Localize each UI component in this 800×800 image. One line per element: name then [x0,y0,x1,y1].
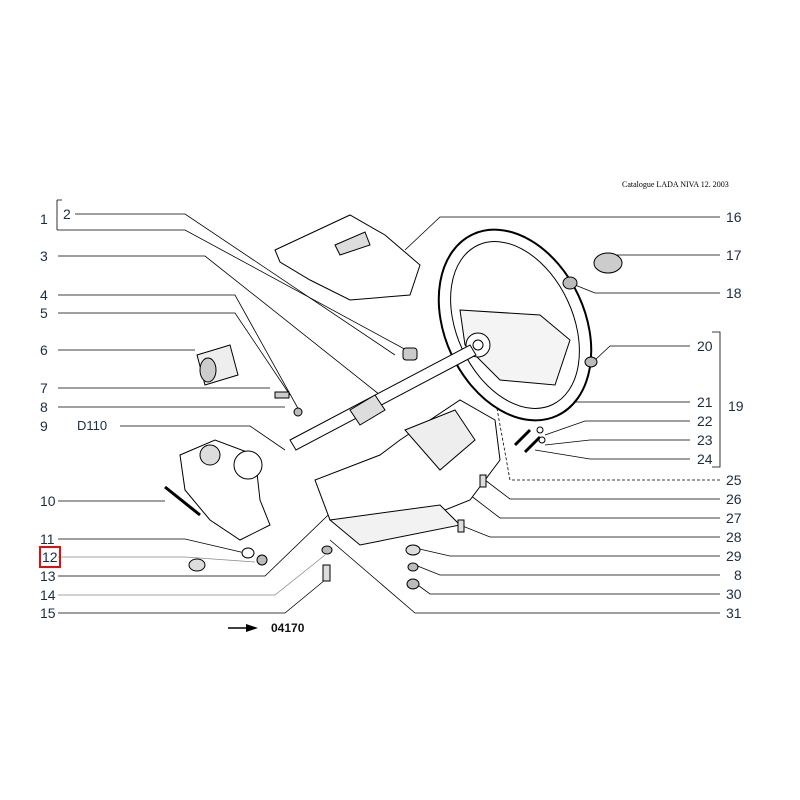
part-label-31[interactable]: 31 [726,605,742,621]
part-label-7[interactable]: 7 [40,380,48,396]
part-label-11[interactable]: 11 [40,531,55,547]
part-12-nut [256,554,268,566]
part-11-washer [241,547,255,559]
part-label-3[interactable]: 3 [40,248,48,264]
part-3-shaft [289,344,477,451]
part-label-4[interactable]: 4 [40,287,48,303]
part-label-6[interactable]: 6 [40,342,48,358]
part-label-12-selected[interactable]: 12 [39,546,61,568]
part-label-1[interactable]: 1 [40,211,48,227]
leader-lines [56,199,721,614]
part-label-21[interactable]: 21 [697,394,713,410]
part-label-24[interactable]: 24 [697,451,713,467]
part-label-8-right[interactable]: 8 [734,567,742,583]
part-label-15[interactable]: 15 [40,605,56,621]
part-label-22[interactable]: 22 [697,413,713,429]
part-18-nut [562,276,578,290]
part-label-13[interactable]: 13 [40,568,56,584]
part-label-8[interactable]: 8 [40,399,48,415]
parts-drawing [164,214,623,590]
part-13-bush [188,558,206,572]
part-label-25[interactable]: 25 [726,472,742,488]
part-label-14[interactable]: 14 [40,587,56,603]
part-label-17[interactable]: 17 [726,247,742,263]
part-label-27[interactable]: 27 [726,510,742,526]
part-17-cap [593,252,623,274]
part-label-19[interactable]: 19 [728,398,744,414]
part-label-30[interactable]: 30 [726,586,742,602]
part-label-9[interactable]: 9 [40,418,48,434]
part-label-26[interactable]: 26 [726,491,742,507]
arrow-head-icon [246,624,258,632]
part-label-10[interactable]: 10 [40,493,56,509]
part-16-bracket [274,214,421,301]
part-label-23[interactable]: 23 [697,432,713,448]
diagram-code: 04170 [271,621,305,635]
part-label-5[interactable]: 5 [40,305,48,321]
part-2-bushing [402,347,418,361]
part-label-d110[interactable]: D110 [77,418,108,433]
part-label-18[interactable]: 18 [726,285,742,301]
part-label-28[interactable]: 28 [726,529,742,545]
part-label-20[interactable]: 20 [697,338,713,354]
catalogue-header: Catalogue LADA NIVA 12. 2003 [622,180,729,189]
part-label-29[interactable]: 29 [726,548,742,564]
part-label-2[interactable]: 2 [63,206,71,222]
part-label-16[interactable]: 16 [726,209,742,225]
